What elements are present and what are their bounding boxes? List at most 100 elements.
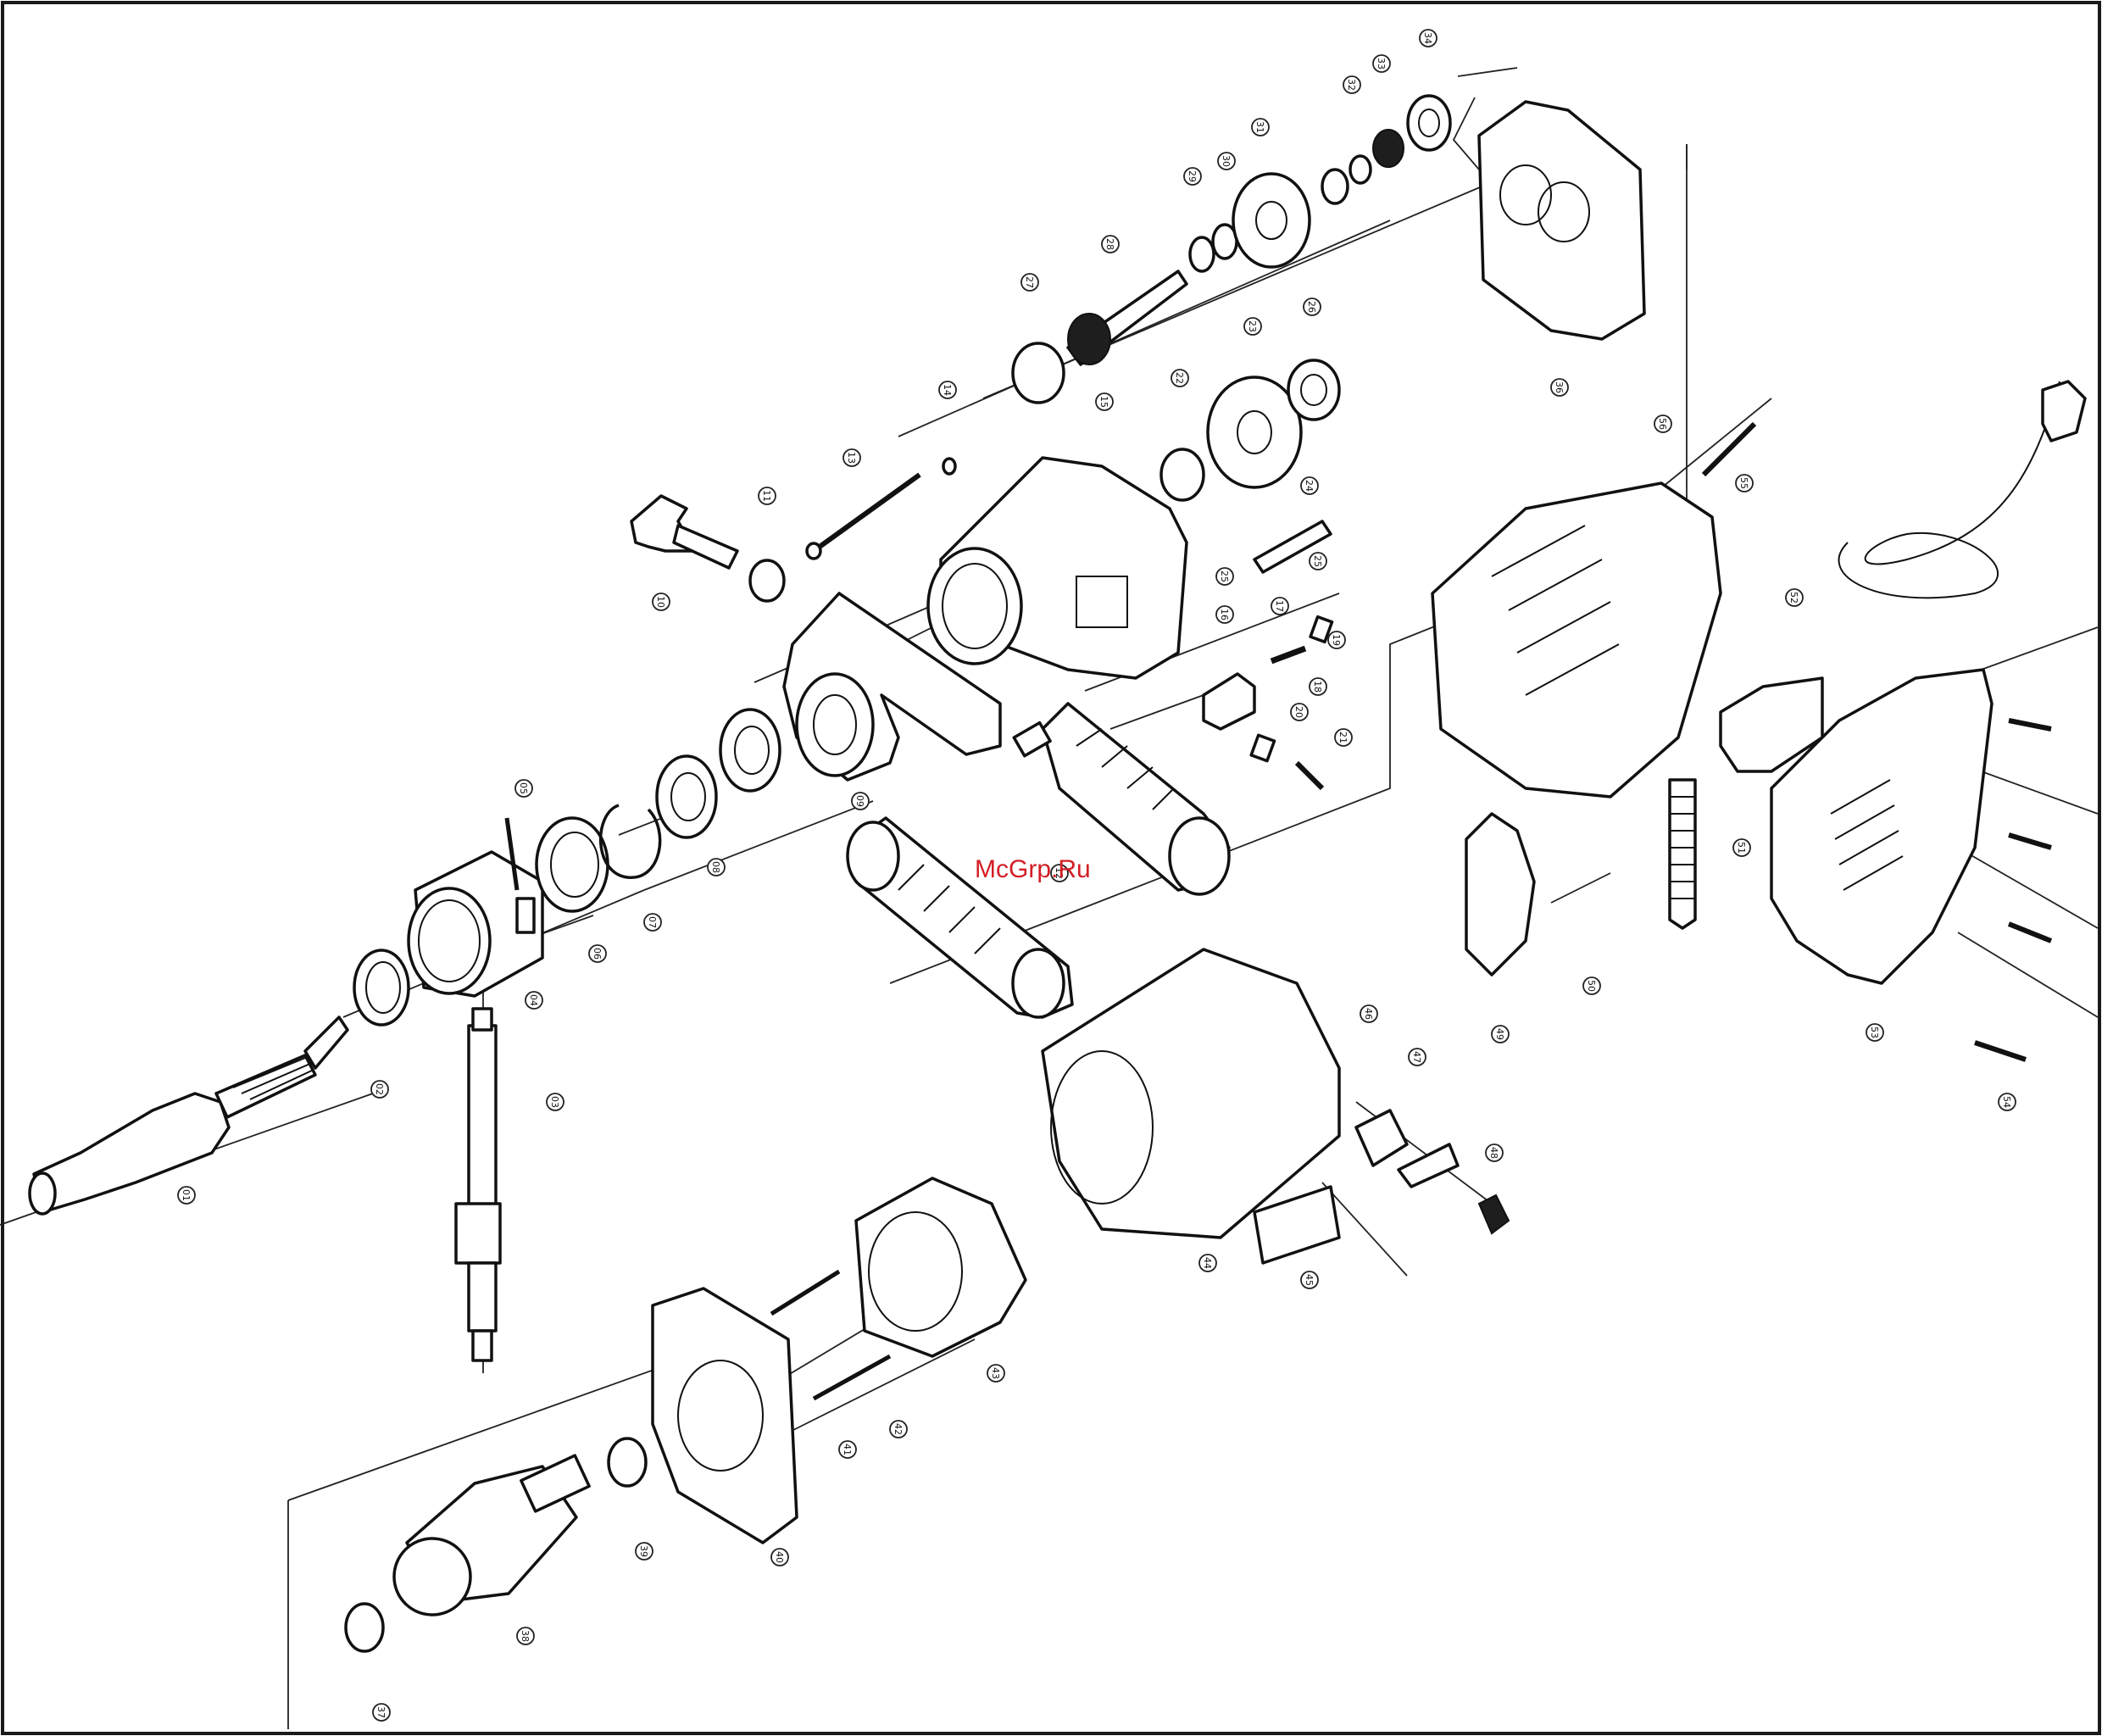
part-small-pin xyxy=(1271,648,1305,661)
callout-number: 39 xyxy=(638,1545,649,1557)
part-shaft xyxy=(456,1009,500,1360)
part-pawl xyxy=(1204,674,1254,729)
callout-01: 01 xyxy=(178,1187,195,1204)
callout-21: 21 xyxy=(1335,729,1352,746)
callout-number: 28 xyxy=(1104,238,1115,250)
callout-number: 09 xyxy=(854,795,865,807)
callout-number: 38 xyxy=(520,1630,531,1642)
callout-number: 03 xyxy=(549,1096,560,1108)
callout-number: 54 xyxy=(2001,1096,2012,1108)
callout-53: 53 xyxy=(1866,1024,1883,1041)
callout-38: 38 xyxy=(517,1628,534,1644)
callout-number: 47 xyxy=(1411,1051,1422,1063)
callout-number: 25 xyxy=(1219,570,1230,582)
callout-number: 21 xyxy=(1337,732,1349,743)
part-switch-cover xyxy=(1466,814,1534,975)
callout-number: 02 xyxy=(374,1083,385,1095)
callout-number: 33 xyxy=(1376,58,1387,70)
part-bearing-pair xyxy=(657,709,780,837)
callout-number: 16 xyxy=(1219,609,1230,620)
callout-09: 09 xyxy=(852,793,869,810)
callout-07: 07 xyxy=(644,914,661,931)
callout-02: 02 xyxy=(371,1081,388,1098)
callout-04: 04 xyxy=(526,992,542,1009)
callout-number: 22 xyxy=(1174,372,1185,384)
callout-18: 18 xyxy=(1310,678,1326,695)
callout-33: 33 xyxy=(1373,55,1390,72)
callout-47: 47 xyxy=(1409,1049,1426,1066)
callout-number: 31 xyxy=(1254,121,1265,133)
callout-number: 26 xyxy=(1306,301,1317,313)
callout-56: 56 xyxy=(1654,415,1671,432)
callout-27: 27 xyxy=(1021,274,1038,291)
callout-number: 50 xyxy=(1586,980,1597,992)
part-circlip xyxy=(601,805,660,877)
callout-number: 44 xyxy=(1202,1257,1213,1269)
callout-48: 48 xyxy=(1486,1144,1503,1161)
part-power-cord xyxy=(1839,381,2085,598)
callout-52: 52 xyxy=(1786,589,1803,606)
callout-number: 15 xyxy=(1098,396,1109,408)
part-bushing xyxy=(1161,449,1204,500)
callout-22: 22 xyxy=(1171,370,1188,387)
callout-number: 45 xyxy=(1304,1274,1315,1286)
callout-number: 46 xyxy=(1363,1008,1374,1020)
part-handle-grip-cover xyxy=(848,818,1072,1017)
part-bearing-27 xyxy=(1013,343,1064,403)
callout-number: 53 xyxy=(1869,1027,1880,1038)
callout-24: 24 xyxy=(1301,477,1318,494)
callout-number: 52 xyxy=(1788,592,1799,604)
callout-number: 49 xyxy=(1494,1028,1505,1040)
callout-43: 43 xyxy=(987,1365,1004,1382)
callout-number: 23 xyxy=(1247,320,1258,332)
callout-31: 31 xyxy=(1252,119,1269,136)
part-star-knob xyxy=(631,496,737,568)
callout-39: 39 xyxy=(636,1543,653,1560)
callout-number: 17 xyxy=(1274,600,1285,612)
callout-06: 06 xyxy=(589,945,606,962)
callout-number: 10 xyxy=(655,596,666,608)
callout-11: 11 xyxy=(759,487,776,504)
callout-46: 46 xyxy=(1360,1005,1377,1022)
callout-number: 32 xyxy=(1346,79,1357,91)
callout-number: 11 xyxy=(761,490,772,502)
part-felt-ring xyxy=(537,818,608,911)
callout-28: 28 xyxy=(1102,236,1119,253)
callout-number: 07 xyxy=(647,916,658,928)
callout-number: 37 xyxy=(375,1706,386,1718)
callout-number: 08 xyxy=(710,861,721,873)
callout-number: 43 xyxy=(990,1367,1001,1379)
callout-number: 42 xyxy=(893,1423,904,1435)
part-spacers xyxy=(1190,225,1237,271)
callout-45: 45 xyxy=(1301,1271,1318,1288)
part-brush-holder xyxy=(1356,1110,1509,1233)
callout-40: 40 xyxy=(771,1549,788,1566)
callout-55: 55 xyxy=(1736,475,1753,492)
part-washer-small xyxy=(943,459,955,474)
callout-13: 13 xyxy=(843,449,860,466)
part-small-bolt xyxy=(1297,763,1322,788)
part-handle-screws xyxy=(1975,721,2051,1060)
part-bearing-39 xyxy=(609,1438,646,1486)
watermark-text: McGrp.Ru xyxy=(975,855,1091,883)
callout-number: 06 xyxy=(592,948,603,960)
callout-20: 20 xyxy=(1291,704,1308,721)
part-end-plate xyxy=(1479,102,1644,339)
part-armature xyxy=(394,1455,589,1615)
callout-30: 30 xyxy=(1218,153,1235,170)
callout-number: 48 xyxy=(1488,1147,1499,1159)
callout-29: 29 xyxy=(1184,168,1201,185)
callout-number: 13 xyxy=(846,452,857,464)
callout-19: 19 xyxy=(1328,632,1345,648)
part-end-bracket xyxy=(653,1288,797,1543)
callout-54: 54 xyxy=(1999,1093,2016,1110)
part-bearing-37 xyxy=(346,1604,383,1651)
callout-number: 18 xyxy=(1312,681,1323,693)
callout-number: 30 xyxy=(1221,155,1232,167)
callout-44: 44 xyxy=(1199,1255,1216,1271)
part-gear-31 xyxy=(1233,174,1310,267)
callout-number: 04 xyxy=(528,994,539,1006)
callout-number: 36 xyxy=(1554,381,1565,393)
callout-50: 50 xyxy=(1583,977,1600,994)
